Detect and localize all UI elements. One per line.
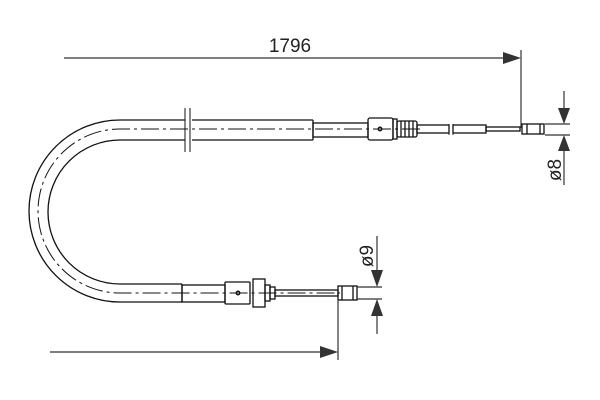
top-diameter-dimension [545,91,570,185]
centerline [37,128,420,294]
bottom-end-fitting [181,278,358,308]
length-label: 1796 [269,36,311,57]
cable-sheath [28,119,314,303]
top-diameter-label: ø8 [545,159,566,181]
top-end-fitting [312,117,545,141]
bottom-diameter-dimension [357,236,383,334]
break-mark [184,108,191,152]
bottom-diameter-label: ø9 [357,245,378,267]
length-dimension [50,50,522,360]
